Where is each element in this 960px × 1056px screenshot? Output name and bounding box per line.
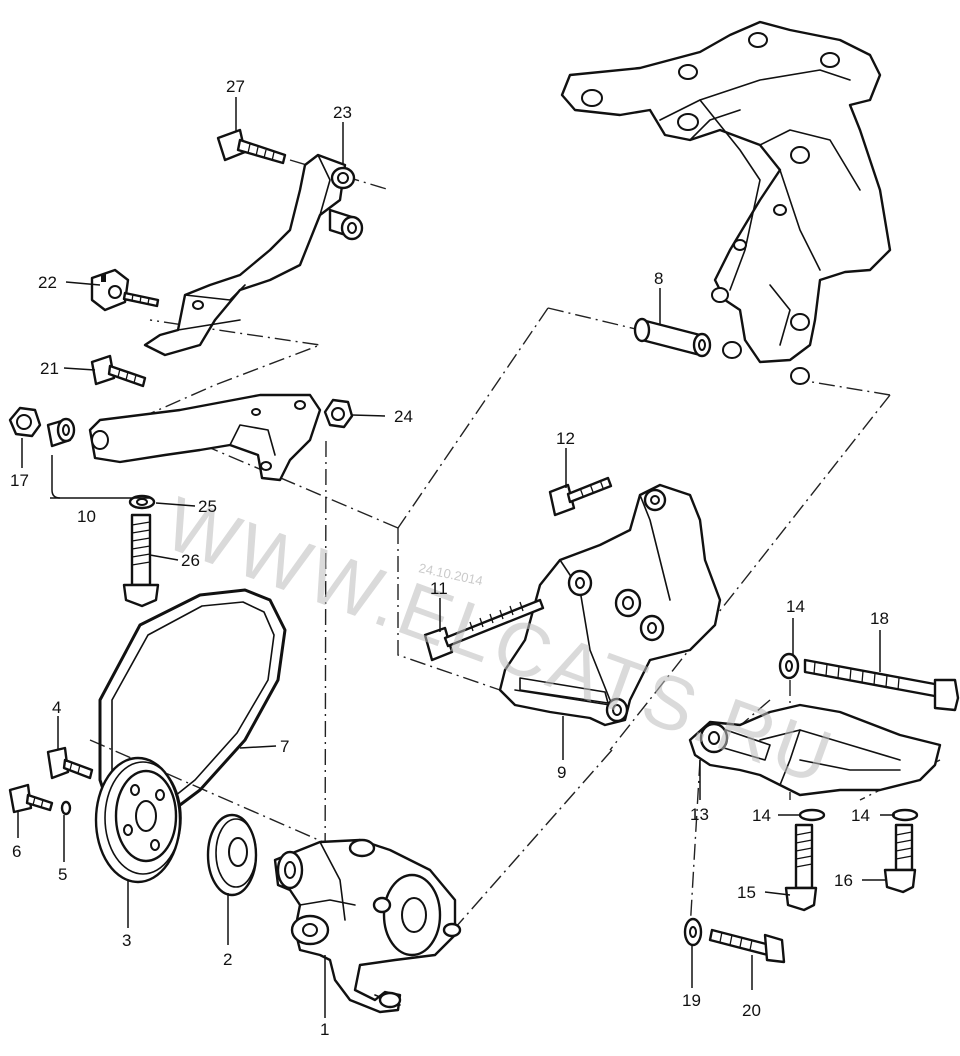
- callout-10: 10: [77, 507, 96, 526]
- callout-15: 15: [737, 883, 756, 902]
- engine-mount-bracket: [560, 20, 892, 385]
- callout-6: 6: [12, 842, 21, 861]
- nut-17: [8, 406, 42, 438]
- bolt-11: [423, 598, 545, 662]
- callout-21: 21: [40, 359, 59, 378]
- callout-22: 22: [38, 273, 57, 292]
- callout-8: 8: [654, 269, 663, 288]
- steering-pump-1: [273, 838, 462, 1014]
- sleeve-10: [46, 417, 76, 448]
- callout-17: 17: [10, 471, 29, 490]
- watermark-text: WWW.ELCATS.RU: [154, 481, 846, 802]
- callout-labels: 1 2 3 4 5 6 7 8 9 10 11 12 13 14 14 14 1…: [10, 77, 889, 1039]
- bolt-20: [708, 928, 786, 964]
- bolt-26: [122, 513, 160, 608]
- washer-14-right: [891, 808, 919, 822]
- washer-14-top: [778, 652, 800, 680]
- callout-20: 20: [742, 1001, 761, 1020]
- callout-25: 25: [198, 497, 217, 516]
- callout-leaders: [17, 97, 895, 1018]
- callout-24: 24: [394, 407, 413, 426]
- bolt-4: [46, 746, 94, 780]
- adjusting-bar-10: [88, 393, 322, 482]
- callout-12: 12: [556, 429, 575, 448]
- callout-19: 19: [682, 991, 701, 1010]
- callout-16: 16: [834, 871, 853, 890]
- callout-3: 3: [122, 931, 131, 950]
- callout-23: 23: [333, 103, 352, 122]
- bolt-21: [90, 354, 147, 388]
- callout-4: 4: [52, 698, 61, 717]
- callout-13: 13: [690, 805, 709, 824]
- watermark: WWW.ELCATS.RU 24.10.2014: [154, 481, 846, 802]
- callout-7: 7: [280, 737, 289, 756]
- bolt-12: [548, 476, 613, 517]
- spacer-sleeve-8: [633, 317, 712, 358]
- callout-9: 9: [557, 763, 566, 782]
- long-bolt-18: [803, 658, 960, 712]
- callout-14-top: 14: [786, 597, 805, 616]
- bolt-6: [8, 783, 54, 814]
- clamp-nut-22: [90, 268, 160, 312]
- support-bracket-13: [688, 703, 942, 797]
- pulley-3: [94, 756, 182, 884]
- washer-14-left: [798, 808, 826, 822]
- callout-11: 11: [430, 579, 448, 598]
- hub-plate-2: [206, 813, 258, 897]
- callout-14-left: 14: [752, 806, 771, 825]
- callout-26: 26: [181, 551, 200, 570]
- washer-19: [683, 917, 703, 947]
- pump-bracket-9: [498, 483, 722, 727]
- bolt-15: [784, 823, 818, 912]
- callout-18: 18: [870, 609, 889, 628]
- callout-5: 5: [58, 865, 67, 884]
- callout-2: 2: [223, 950, 232, 969]
- bolt-27: [216, 128, 287, 165]
- callout-1: 1: [320, 1020, 329, 1039]
- nut-24: [323, 398, 354, 429]
- lock-washer-5: [60, 800, 72, 816]
- callout-14-right: 14: [851, 806, 870, 825]
- washer-25: [128, 494, 156, 510]
- upper-bracket-23: [143, 153, 364, 357]
- bolt-16: [883, 823, 917, 894]
- callout-27: 27: [226, 77, 245, 96]
